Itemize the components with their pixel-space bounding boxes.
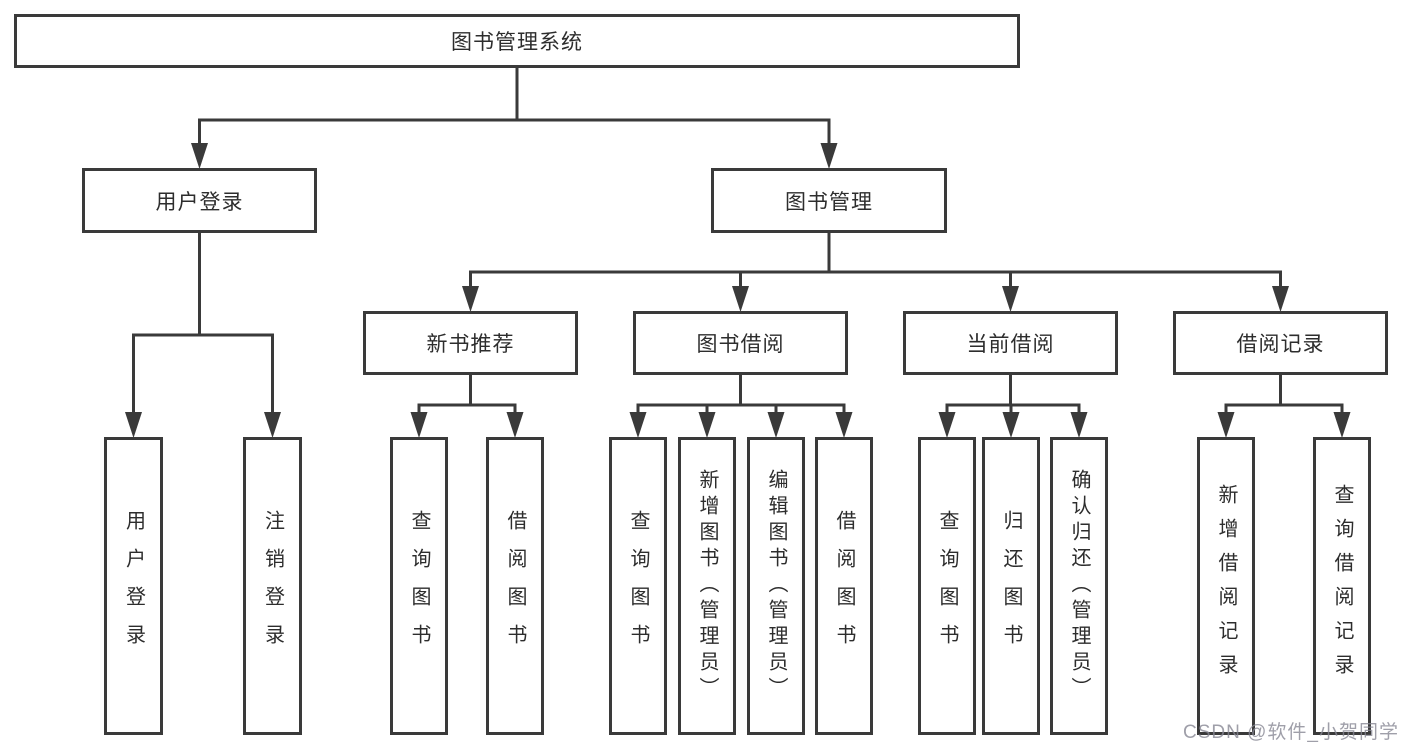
node-label: 新增借阅记录	[1215, 484, 1237, 688]
node-root: 图书管理系统	[14, 14, 1020, 68]
node-label: 用户登录	[122, 510, 145, 662]
node-bb-query: 查询图书	[609, 437, 667, 735]
node-label: 借阅图书	[833, 510, 855, 662]
watermark: CSDN @软件_小贺同学	[1183, 722, 1399, 743]
node-label: 编辑图书（管理员）	[765, 469, 787, 703]
node-current-borrow: 当前借阅	[903, 311, 1118, 375]
node-cb-confirm: 确认归还（管理员）	[1050, 437, 1108, 735]
node-logout: 注销登录	[243, 437, 302, 735]
node-br-query: 查询借阅记录	[1313, 437, 1371, 735]
node-bb-borrow: 借阅图书	[815, 437, 873, 735]
node-bb-add: 新增图书（管理员）	[678, 437, 736, 735]
node-login: 用户登录	[104, 437, 163, 735]
node-label: 新增图书（管理员）	[696, 469, 718, 703]
node-rec-borrow: 借阅图书	[486, 437, 544, 735]
node-borrow-record: 借阅记录	[1173, 311, 1388, 375]
node-cb-query: 查询图书	[918, 437, 976, 735]
node-label: 注销登录	[261, 510, 284, 662]
node-label: 图书借阅	[696, 333, 785, 356]
node-label: 借阅图书	[504, 510, 526, 662]
node-label: 用户登录	[155, 190, 244, 214]
node-label: 确认归还（管理员）	[1068, 469, 1090, 703]
node-book-borrow: 图书借阅	[633, 311, 848, 375]
node-label: 查询图书	[408, 510, 430, 662]
node-label: 图书管理	[785, 190, 873, 214]
node-label: 借阅记录	[1236, 333, 1325, 356]
node-label: 查询借阅记录	[1331, 484, 1353, 688]
node-user-login: 用户登录	[82, 168, 317, 233]
node-label: 查询图书	[936, 510, 958, 662]
node-br-add: 新增借阅记录	[1197, 437, 1255, 735]
node-bb-edit: 编辑图书（管理员）	[747, 437, 805, 735]
node-book-mgmt: 图书管理	[711, 168, 947, 233]
node-label: 查询图书	[627, 510, 649, 662]
node-label: 新书推荐	[426, 333, 515, 356]
node-rec-query: 查询图书	[390, 437, 448, 735]
node-label: 图书管理系统	[451, 31, 583, 54]
node-cb-return: 归还图书	[982, 437, 1040, 735]
node-new-book-rec: 新书推荐	[363, 311, 578, 375]
node-label: 当前借阅	[966, 333, 1055, 356]
node-label: 归还图书	[1000, 510, 1022, 662]
